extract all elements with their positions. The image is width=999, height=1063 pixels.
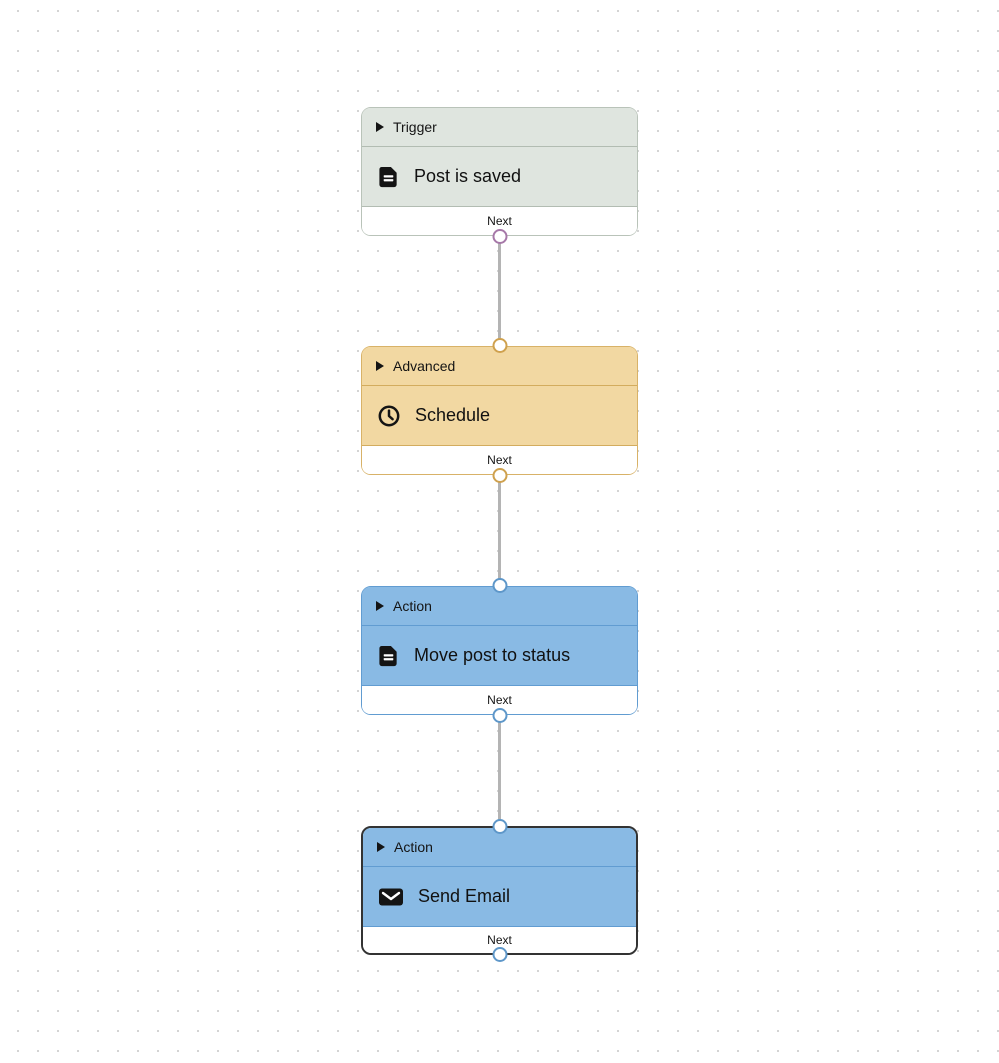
document-icon xyxy=(377,165,400,189)
output-port[interactable] xyxy=(492,229,507,244)
input-port[interactable] xyxy=(492,819,507,834)
node-trigger-post-is-saved[interactable]: Trigger Post is saved Next xyxy=(361,107,638,244)
node-title: Send Email xyxy=(418,886,511,906)
node-body[interactable]: Schedule xyxy=(362,386,637,446)
clock-icon xyxy=(377,404,401,428)
node-category-label: Action xyxy=(394,839,433,855)
input-port[interactable] xyxy=(492,338,507,353)
node-action-move-post-to-status[interactable]: Action Move post to status Next xyxy=(361,578,638,723)
connector-trigger-to-advanced xyxy=(498,234,501,348)
node-action-send-email[interactable]: Action Send Email Next xyxy=(361,819,638,962)
node-category-label: Action xyxy=(393,598,432,614)
node-header[interactable]: Advanced xyxy=(362,347,637,386)
node-body[interactable]: Send Email xyxy=(363,867,636,927)
connector-advanced-to-action1 xyxy=(498,473,501,588)
collapse-triangle-icon[interactable] xyxy=(376,122,384,132)
node-title: Post is saved xyxy=(414,166,522,186)
next-label: Next xyxy=(487,693,512,707)
node-body[interactable]: Post is saved xyxy=(362,147,637,207)
collapse-triangle-icon[interactable] xyxy=(376,361,384,371)
next-label: Next xyxy=(487,933,512,947)
input-port[interactable] xyxy=(492,578,507,593)
node-category-label: Advanced xyxy=(393,358,456,374)
node-header[interactable]: Action xyxy=(362,587,637,626)
node-title: Move post to status xyxy=(414,645,571,665)
node-title: Schedule xyxy=(415,405,491,425)
node-header[interactable]: Trigger xyxy=(362,108,637,147)
next-label: Next xyxy=(487,453,512,467)
node-category-label: Trigger xyxy=(393,119,437,135)
output-port[interactable] xyxy=(492,708,507,723)
node-body[interactable]: Move post to status xyxy=(362,626,637,686)
document-icon xyxy=(377,644,400,668)
connector-action1-to-action2 xyxy=(498,713,501,828)
output-port[interactable] xyxy=(492,468,507,483)
next-label: Next xyxy=(487,214,512,228)
node-header[interactable]: Action xyxy=(363,828,636,867)
envelope-icon xyxy=(378,885,404,909)
node-advanced-schedule[interactable]: Advanced Schedule Next xyxy=(361,338,638,483)
collapse-triangle-icon[interactable] xyxy=(377,842,385,852)
collapse-triangle-icon[interactable] xyxy=(376,601,384,611)
output-port[interactable] xyxy=(492,947,507,962)
